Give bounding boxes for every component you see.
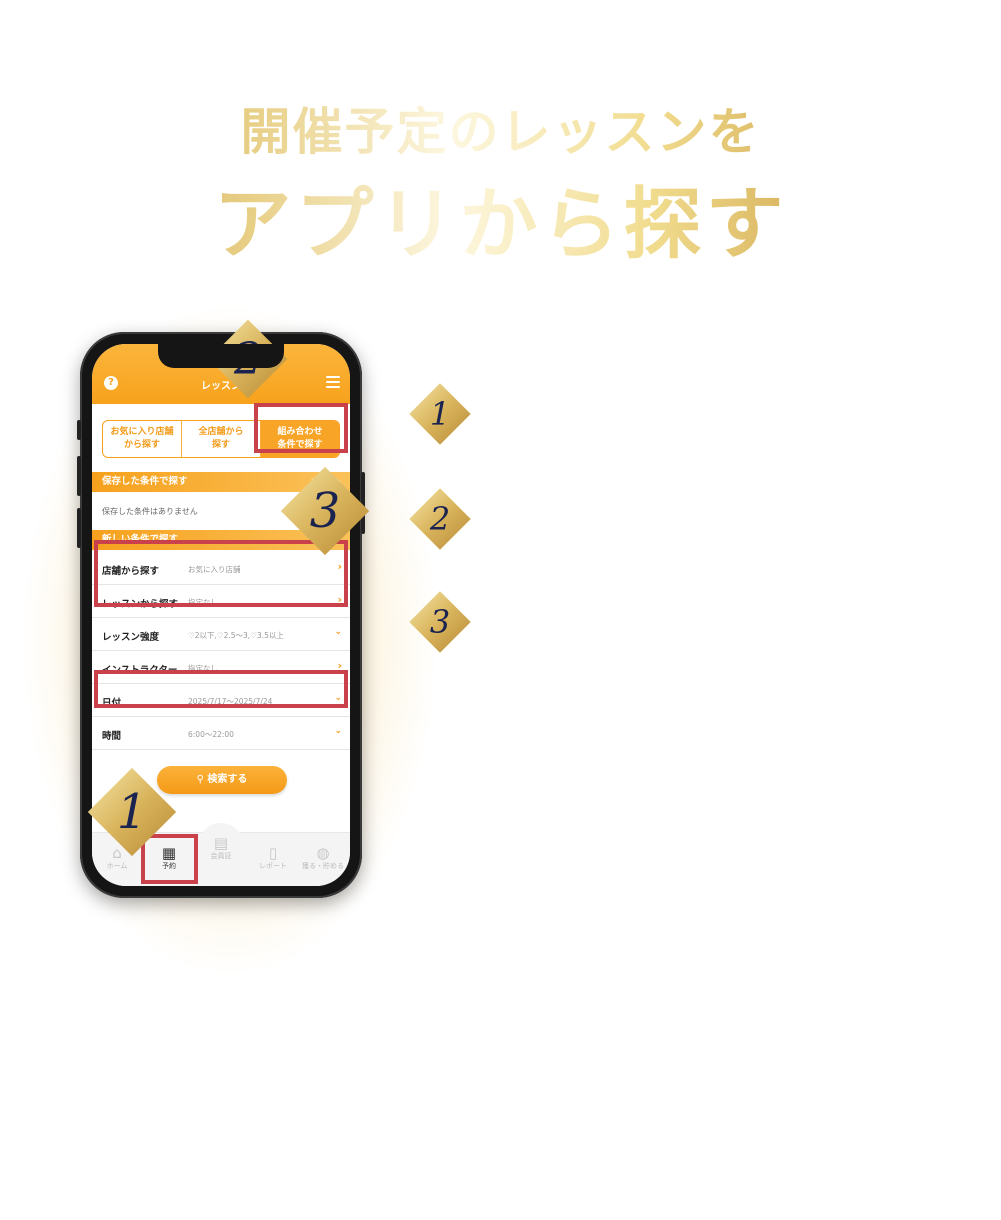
phone-notch: [158, 344, 284, 368]
tabbar-center-bump: [198, 823, 244, 869]
headline-line-2: アプリから探す: [0, 162, 1001, 274]
tabbar-member-card[interactable]: ▤会員証: [196, 835, 246, 861]
badge-list-3: 3: [408, 590, 472, 654]
highlight-reservation-tab: [141, 834, 198, 884]
search-icon: ⚲: [196, 774, 204, 785]
badge-phone-1: 1: [86, 766, 178, 858]
chevron-right-icon: ›: [337, 560, 342, 573]
tab-all-stores[interactable]: 全店舗から探す: [182, 421, 261, 457]
row-store[interactable]: 店舗から探すお気に入り店舗 ›: [92, 552, 350, 585]
headline-line-1: 開催予定のレッスンを: [0, 92, 1001, 164]
tabbar-points[interactable]: ◍獲る・貯める: [298, 845, 348, 871]
badge-list-1: 1: [408, 382, 472, 446]
phone-power-button: [361, 472, 365, 534]
member-card-icon: ▤: [213, 834, 229, 852]
row-intensity[interactable]: レッスン強度♡2以下,♡2.5〜3,♡3.5以上 ⌄: [92, 618, 350, 651]
highlight-store-lesson-rows: [94, 540, 348, 607]
phone-mockup: ? レッスン お気に入り店舗から探す 全店舗から探す 組み合わせ条件で探す 保存…: [77, 332, 365, 898]
phone-mute-switch: [77, 420, 81, 440]
chevron-right-icon: ›: [337, 593, 342, 606]
chevron-down-icon: ⌄: [334, 693, 342, 703]
badge-phone-3: 3: [279, 465, 371, 557]
chevron-right-icon: ›: [337, 659, 342, 672]
saved-empty-message: 保存した条件はありません: [102, 507, 198, 516]
highlight-date-row: [94, 670, 348, 708]
calendar-icon: ▦: [161, 844, 177, 862]
tabbar-report[interactable]: ▯レポート: [248, 845, 298, 871]
app-title: レッスン: [201, 381, 241, 392]
tab-favorite-stores[interactable]: お気に入り店舗から探す: [103, 421, 182, 457]
chevron-down-icon: ⌄: [334, 627, 342, 637]
phone-volume-down: [77, 508, 81, 548]
hamburger-menu-icon[interactable]: [326, 376, 340, 391]
app-screen: ? レッスン お気に入り店舗から探す 全店舗から探す 組み合わせ条件で探す 保存…: [92, 344, 350, 886]
home-icon: ⌂: [112, 844, 122, 862]
search-button[interactable]: ⚲ 検索する: [157, 766, 287, 794]
help-icon[interactable]: ?: [104, 376, 118, 390]
tabbar-home[interactable]: ⌂ホーム: [92, 845, 142, 871]
tabbar-reservation[interactable]: ▦予約: [144, 845, 194, 871]
phone-volume-up: [77, 456, 81, 496]
points-icon: ◍: [316, 844, 330, 862]
badge-list-2: 2: [408, 487, 472, 551]
highlight-combined-tab: [254, 403, 348, 453]
report-icon: ▯: [268, 844, 278, 862]
chevron-down-icon: ⌄: [334, 726, 342, 736]
